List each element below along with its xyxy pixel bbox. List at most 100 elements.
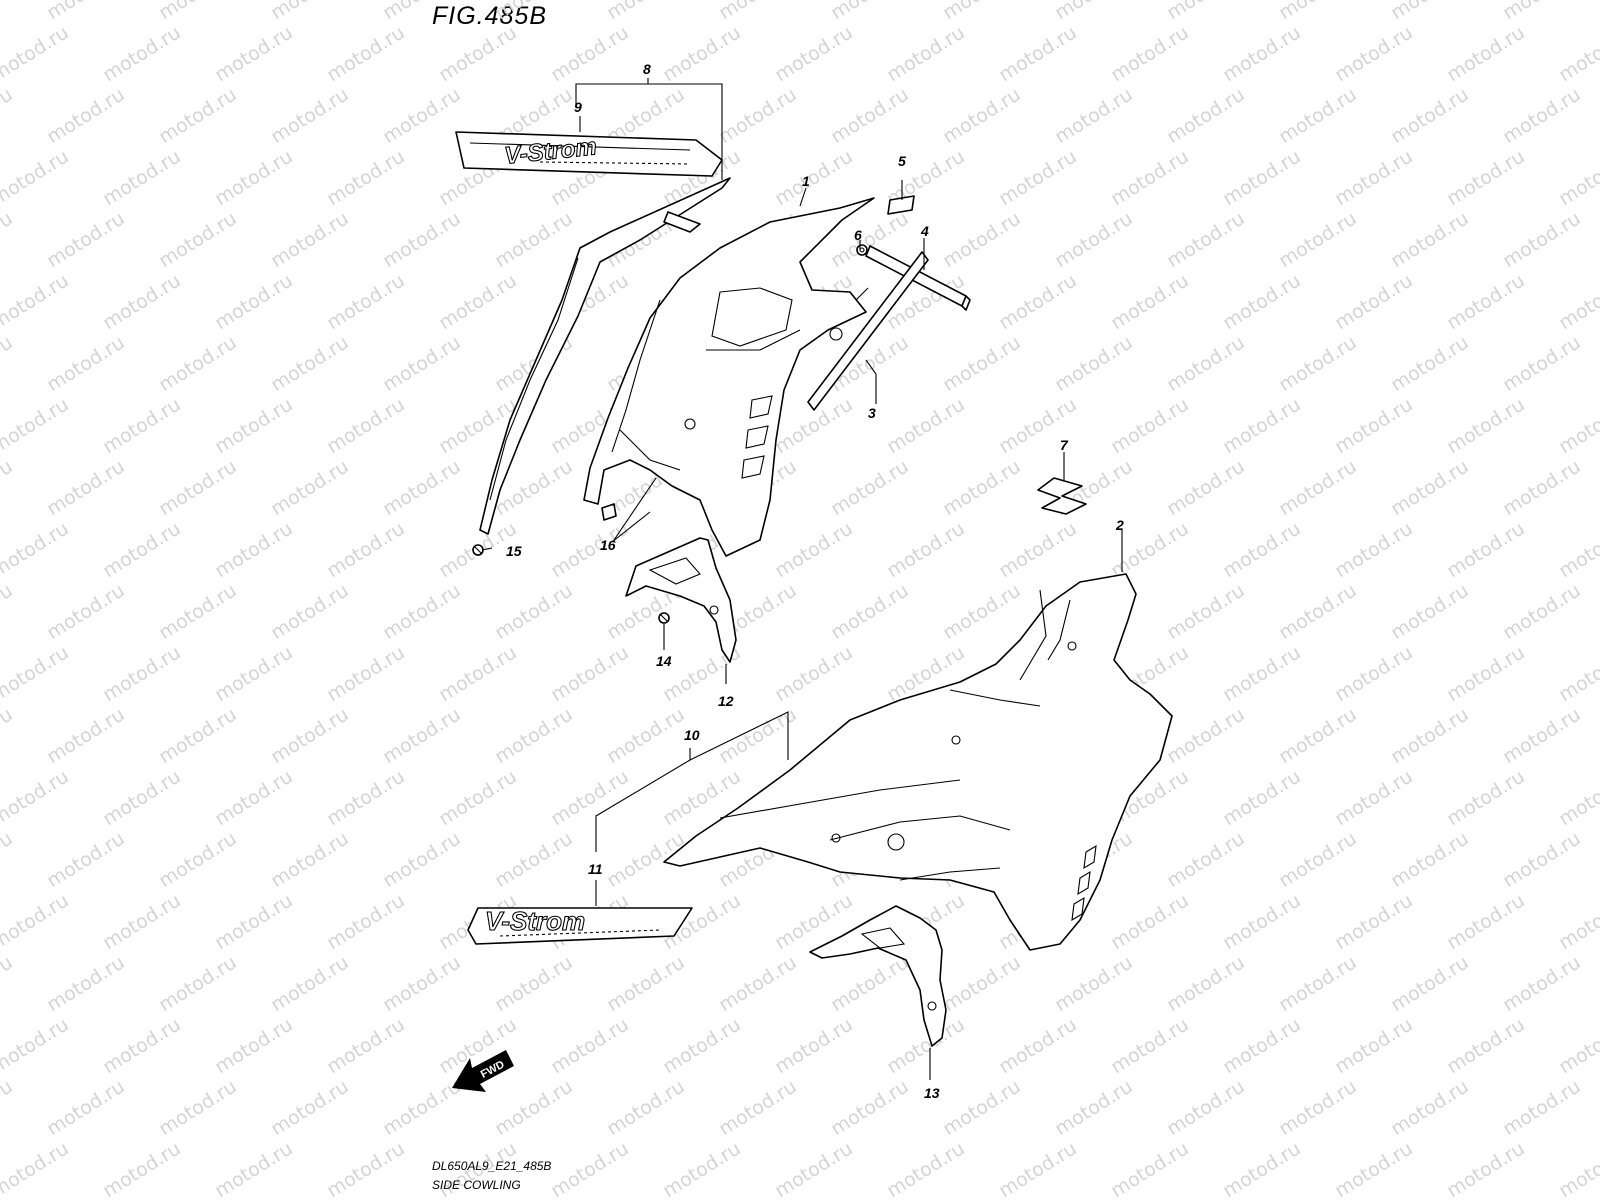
watermark-text: motod.ru (1387, 455, 1473, 520)
watermark-text: motod.ru (0, 579, 17, 644)
watermark-text: motod.ru (323, 641, 409, 706)
watermark-text: motod.ru (1163, 1075, 1249, 1140)
watermark-text: motod.ru (267, 455, 353, 520)
callout-13: 13 (924, 1085, 940, 1101)
callout-14: 14 (656, 653, 672, 669)
watermark-text: motod.ru (1499, 331, 1585, 396)
watermark-text: motod.ru (379, 455, 465, 520)
watermark-text: motod.ru (715, 0, 801, 24)
watermark-text: motod.ru (1051, 331, 1137, 396)
part-1-inner-panel[interactable] (583, 197, 875, 557)
part-3-cushion[interactable] (807, 251, 929, 411)
watermark-text: motod.ru (155, 951, 241, 1016)
watermark-text: motod.ru (1555, 889, 1600, 954)
watermark-text: motod.ru (1443, 1013, 1529, 1078)
watermark-text: motod.ru (43, 0, 129, 24)
watermark-text: motod.ru (1163, 207, 1249, 272)
figure-name: SIDE COWLING (432, 1178, 521, 1192)
watermark-text: motod.ru (155, 207, 241, 272)
watermark-text: motod.ru (267, 83, 353, 148)
watermark-text: motod.ru (771, 1013, 857, 1078)
watermark-text: motod.ru (1107, 393, 1193, 458)
watermark-text: motod.ru (995, 21, 1081, 86)
watermark-text: motod.ru (267, 0, 353, 24)
watermark-text: motod.ru (211, 145, 297, 210)
watermark-text: motod.ru (1499, 579, 1585, 644)
watermark-text: motod.ru (1443, 21, 1529, 86)
watermark-text: motod.ru (43, 579, 129, 644)
watermark-text: motod.ru (267, 579, 353, 644)
watermark-text: motod.ru (1331, 765, 1417, 830)
callout-7: 7 (1060, 437, 1069, 453)
watermark-text: motod.ru (995, 517, 1081, 582)
part-7-emblem[interactable] (1037, 477, 1087, 515)
watermark-text: motod.ru (267, 827, 353, 892)
watermark-text: motod.ru (771, 517, 857, 582)
part-1-upper-cover[interactable] (479, 177, 731, 535)
watermark-text: motod.ru (1331, 517, 1417, 582)
watermark-text: motod.ru (827, 579, 913, 644)
watermark-text: motod.ru (1555, 145, 1600, 210)
watermark-text: motod.ru (939, 951, 1025, 1016)
part-6-clip[interactable] (856, 244, 868, 256)
watermark-text: motod.ru (0, 889, 73, 954)
watermark-text: motod.ru (1331, 641, 1417, 706)
watermark-text: motod.ru (1275, 1075, 1361, 1140)
watermark-text: motod.ru (1443, 393, 1529, 458)
watermark-text: motod.ru (323, 517, 409, 582)
watermark-text: motod.ru (715, 83, 801, 148)
watermark-text: motod.ru (99, 641, 185, 706)
watermark-text: motod.ru (883, 21, 969, 86)
watermark-text: motod.ru (435, 21, 521, 86)
watermark-text: motod.ru (155, 579, 241, 644)
watermark-text: motod.ru (1499, 0, 1585, 24)
part-13-bracket[interactable] (809, 905, 947, 1047)
part-8-upper-decal[interactable]: V-Strom (455, 131, 723, 177)
watermark-text: motod.ru (0, 269, 73, 334)
watermark-text: motod.ru (323, 21, 409, 86)
watermark-text: motod.ru (1219, 641, 1305, 706)
watermark-text: motod.ru (603, 951, 689, 1016)
watermark-text: motod.ru (1051, 207, 1137, 272)
part-11-lower-decal[interactable]: V-Strom (467, 905, 693, 945)
watermark-text: motod.ru (43, 83, 129, 148)
watermark-text: motod.ru (827, 1075, 913, 1140)
watermark-text: motod.ru (1499, 703, 1585, 768)
watermark-text: motod.ru (1331, 1137, 1417, 1200)
watermark-text: motod.ru (155, 455, 241, 520)
part-16-clamp[interactable] (601, 503, 617, 521)
watermark-text: motod.ru (0, 641, 73, 706)
watermark-text: motod.ru (1443, 889, 1529, 954)
callout-16: 16 (600, 537, 616, 553)
watermark-text: motod.ru (379, 207, 465, 272)
watermark-text: motod.ru (435, 269, 521, 334)
watermark-text: motod.ru (1219, 393, 1305, 458)
watermark-text: motod.ru (1387, 331, 1473, 396)
watermark-text: motod.ru (1163, 0, 1249, 24)
watermark-text: motod.ru (491, 207, 577, 272)
watermark-text: motod.ru (99, 393, 185, 458)
part-14-screw[interactable] (658, 612, 670, 624)
watermark-text: motod.ru (1051, 83, 1137, 148)
watermark-text: motod.ru (1499, 827, 1585, 892)
watermark-text: motod.ru (827, 0, 913, 24)
watermark-text: motod.ru (211, 889, 297, 954)
watermark-text: motod.ru (1555, 393, 1600, 458)
part-15-screw[interactable] (472, 544, 484, 556)
watermark-text: motod.ru (43, 1075, 129, 1140)
watermark-text: motod.ru (379, 579, 465, 644)
watermark-text: motod.ru (0, 145, 73, 210)
watermark-text: motod.ru (883, 393, 969, 458)
part-5-pad[interactable] (887, 195, 915, 215)
watermark-text: motod.ru (1051, 951, 1137, 1016)
watermark-text: motod.ru (1163, 703, 1249, 768)
watermark-text: motod.ru (211, 21, 297, 86)
watermark-text: motod.ru (211, 1137, 297, 1200)
watermark-text: motod.ru (883, 1137, 969, 1200)
fwd-label: FWD (479, 1058, 507, 1080)
watermark-text: motod.ru (1555, 269, 1600, 334)
part-12-bracket[interactable] (625, 537, 737, 663)
leader-lines (481, 78, 1123, 1080)
part-2-side-cowling[interactable] (663, 573, 1173, 951)
